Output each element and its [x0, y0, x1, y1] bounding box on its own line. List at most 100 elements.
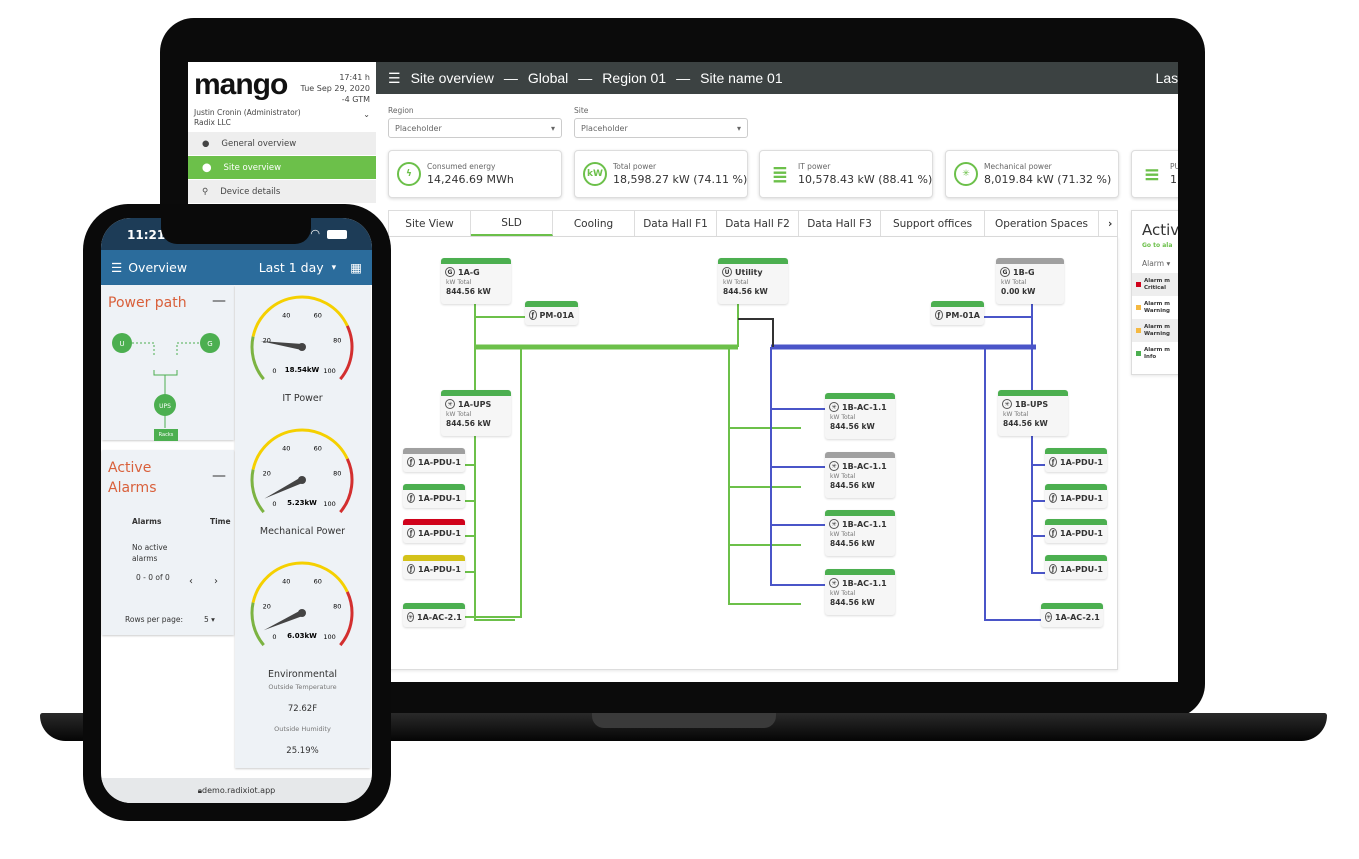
gauge-value: 18.54kW	[285, 366, 320, 374]
go-to-alarms-link[interactable]: Go to ala	[1142, 242, 1173, 249]
node-value-label: kW Total	[1003, 411, 1029, 418]
prev-page-button[interactable]: ‹	[189, 576, 193, 587]
tabs-next-button[interactable]: ›	[1108, 217, 1113, 230]
column-time[interactable]: Time	[210, 517, 231, 526]
gauge-value: 5.23kW	[287, 499, 317, 507]
no-alarms-message: No active alarms	[132, 543, 168, 563]
node-value: 0.00 kW	[1001, 287, 1036, 296]
node-type-icon: ƒ	[407, 493, 416, 503]
generator-node	[200, 333, 220, 353]
gauge-band	[250, 336, 265, 381]
breadcrumb-site[interactable]: Site name 01	[700, 70, 783, 86]
node-name: 1A-G	[458, 267, 480, 277]
blue-right-lines	[982, 304, 1045, 621]
gauge-tick-label: 40	[282, 445, 290, 453]
calendar-icon[interactable]: ▦	[350, 260, 362, 275]
sld-node-1a-ac-2.1[interactable]: ✳1A-AC-2.1	[1041, 603, 1103, 627]
next-page-button[interactable]: ›	[214, 576, 218, 587]
node-name: 1A-PDU-1	[1060, 528, 1103, 538]
gauge-tick-label: 60	[314, 445, 322, 453]
alarm-sort-header[interactable]: Alarm ▾	[1142, 259, 1171, 268]
clock-date: Tue Sep 29, 2020	[300, 84, 370, 93]
menu-icon[interactable]: ☰	[111, 260, 123, 275]
user-menu[interactable]: Justin Cronin (Administrator)Radix LLC⌄	[194, 108, 374, 128]
url-bar[interactable]: 🔒︎demo.radixiot.app	[101, 778, 372, 803]
gauge-needle	[264, 477, 304, 499]
gauge-label: IT Power	[282, 393, 323, 404]
pagination-range: 0 - 0 of 0	[136, 573, 170, 582]
node-type-icon: ✳	[829, 519, 839, 529]
rows-per-page-select[interactable]: 5 ▾	[204, 615, 215, 624]
menu-icon[interactable]: ☰	[388, 69, 401, 86]
kpi-value: 10,578.43 kW (88.41 %)	[798, 173, 933, 186]
racks-node-label: Racks	[154, 429, 178, 441]
tab-operation-spaces[interactable]: Operation Spaces	[985, 211, 1099, 236]
gauge-band	[251, 561, 349, 603]
sidebar-item-site-overview[interactable]: ⬤Site overview	[188, 156, 376, 179]
tab-data-hall-f3[interactable]: Data Hall F3	[799, 211, 881, 236]
collapse-icon[interactable]: —	[212, 293, 226, 309]
region-select[interactable]: Placeholder▾	[388, 118, 562, 138]
collapse-icon[interactable]: —	[212, 468, 226, 484]
tab-site-view[interactable]: Site View	[389, 211, 471, 236]
breadcrumb-region[interactable]: Region 01	[602, 70, 667, 86]
sidebar-item-device-details[interactable]: ⚲Device details	[188, 180, 376, 203]
site-select[interactable]: Placeholder▾	[574, 118, 748, 138]
tab-sld[interactable]: SLD	[471, 211, 553, 236]
column-alarms[interactable]: Alarms	[132, 517, 162, 526]
node-name: 1A-PDU-1	[418, 564, 461, 574]
time-range-label[interactable]: Last	[1155, 70, 1178, 86]
node-status-bar	[1045, 519, 1107, 525]
kpi-title: Mechanical power	[984, 162, 1052, 171]
outside-temp-label: Outside Temperature	[268, 683, 337, 691]
tab-cooling[interactable]: Cooling	[553, 211, 635, 236]
breadcrumb-site-overview[interactable]: Site overview	[410, 70, 494, 86]
gauge-tick-label: 100	[323, 500, 335, 508]
node-status-bar	[403, 519, 465, 525]
node-type-icon: G	[445, 267, 455, 277]
generator-node-label: G	[207, 340, 212, 348]
pue-icon: ≡	[1143, 162, 1161, 186]
breadcrumb-global[interactable]: Global	[527, 70, 569, 86]
tab-data-hall-f2[interactable]: Data Hall F2	[717, 211, 799, 236]
time-range-select[interactable]: Last 1 day	[258, 260, 324, 275]
node-name: 1A-PDU-1	[418, 493, 461, 503]
kpi-title: IT power	[798, 162, 831, 171]
gauge-tick-label: 60	[314, 578, 322, 586]
sld-node-1a-ac-2.1[interactable]: ✳1A-AC-2.1	[403, 603, 465, 627]
alarm-name: Alarm m	[1144, 277, 1170, 284]
node-value: 844.56 kW	[723, 287, 768, 296]
tab-support-offices[interactable]: Support offices	[881, 211, 985, 236]
sidebar-item-general-overview[interactable]: ●General overview	[188, 132, 376, 155]
tab-data-hall-f1[interactable]: Data Hall F1	[635, 211, 717, 236]
